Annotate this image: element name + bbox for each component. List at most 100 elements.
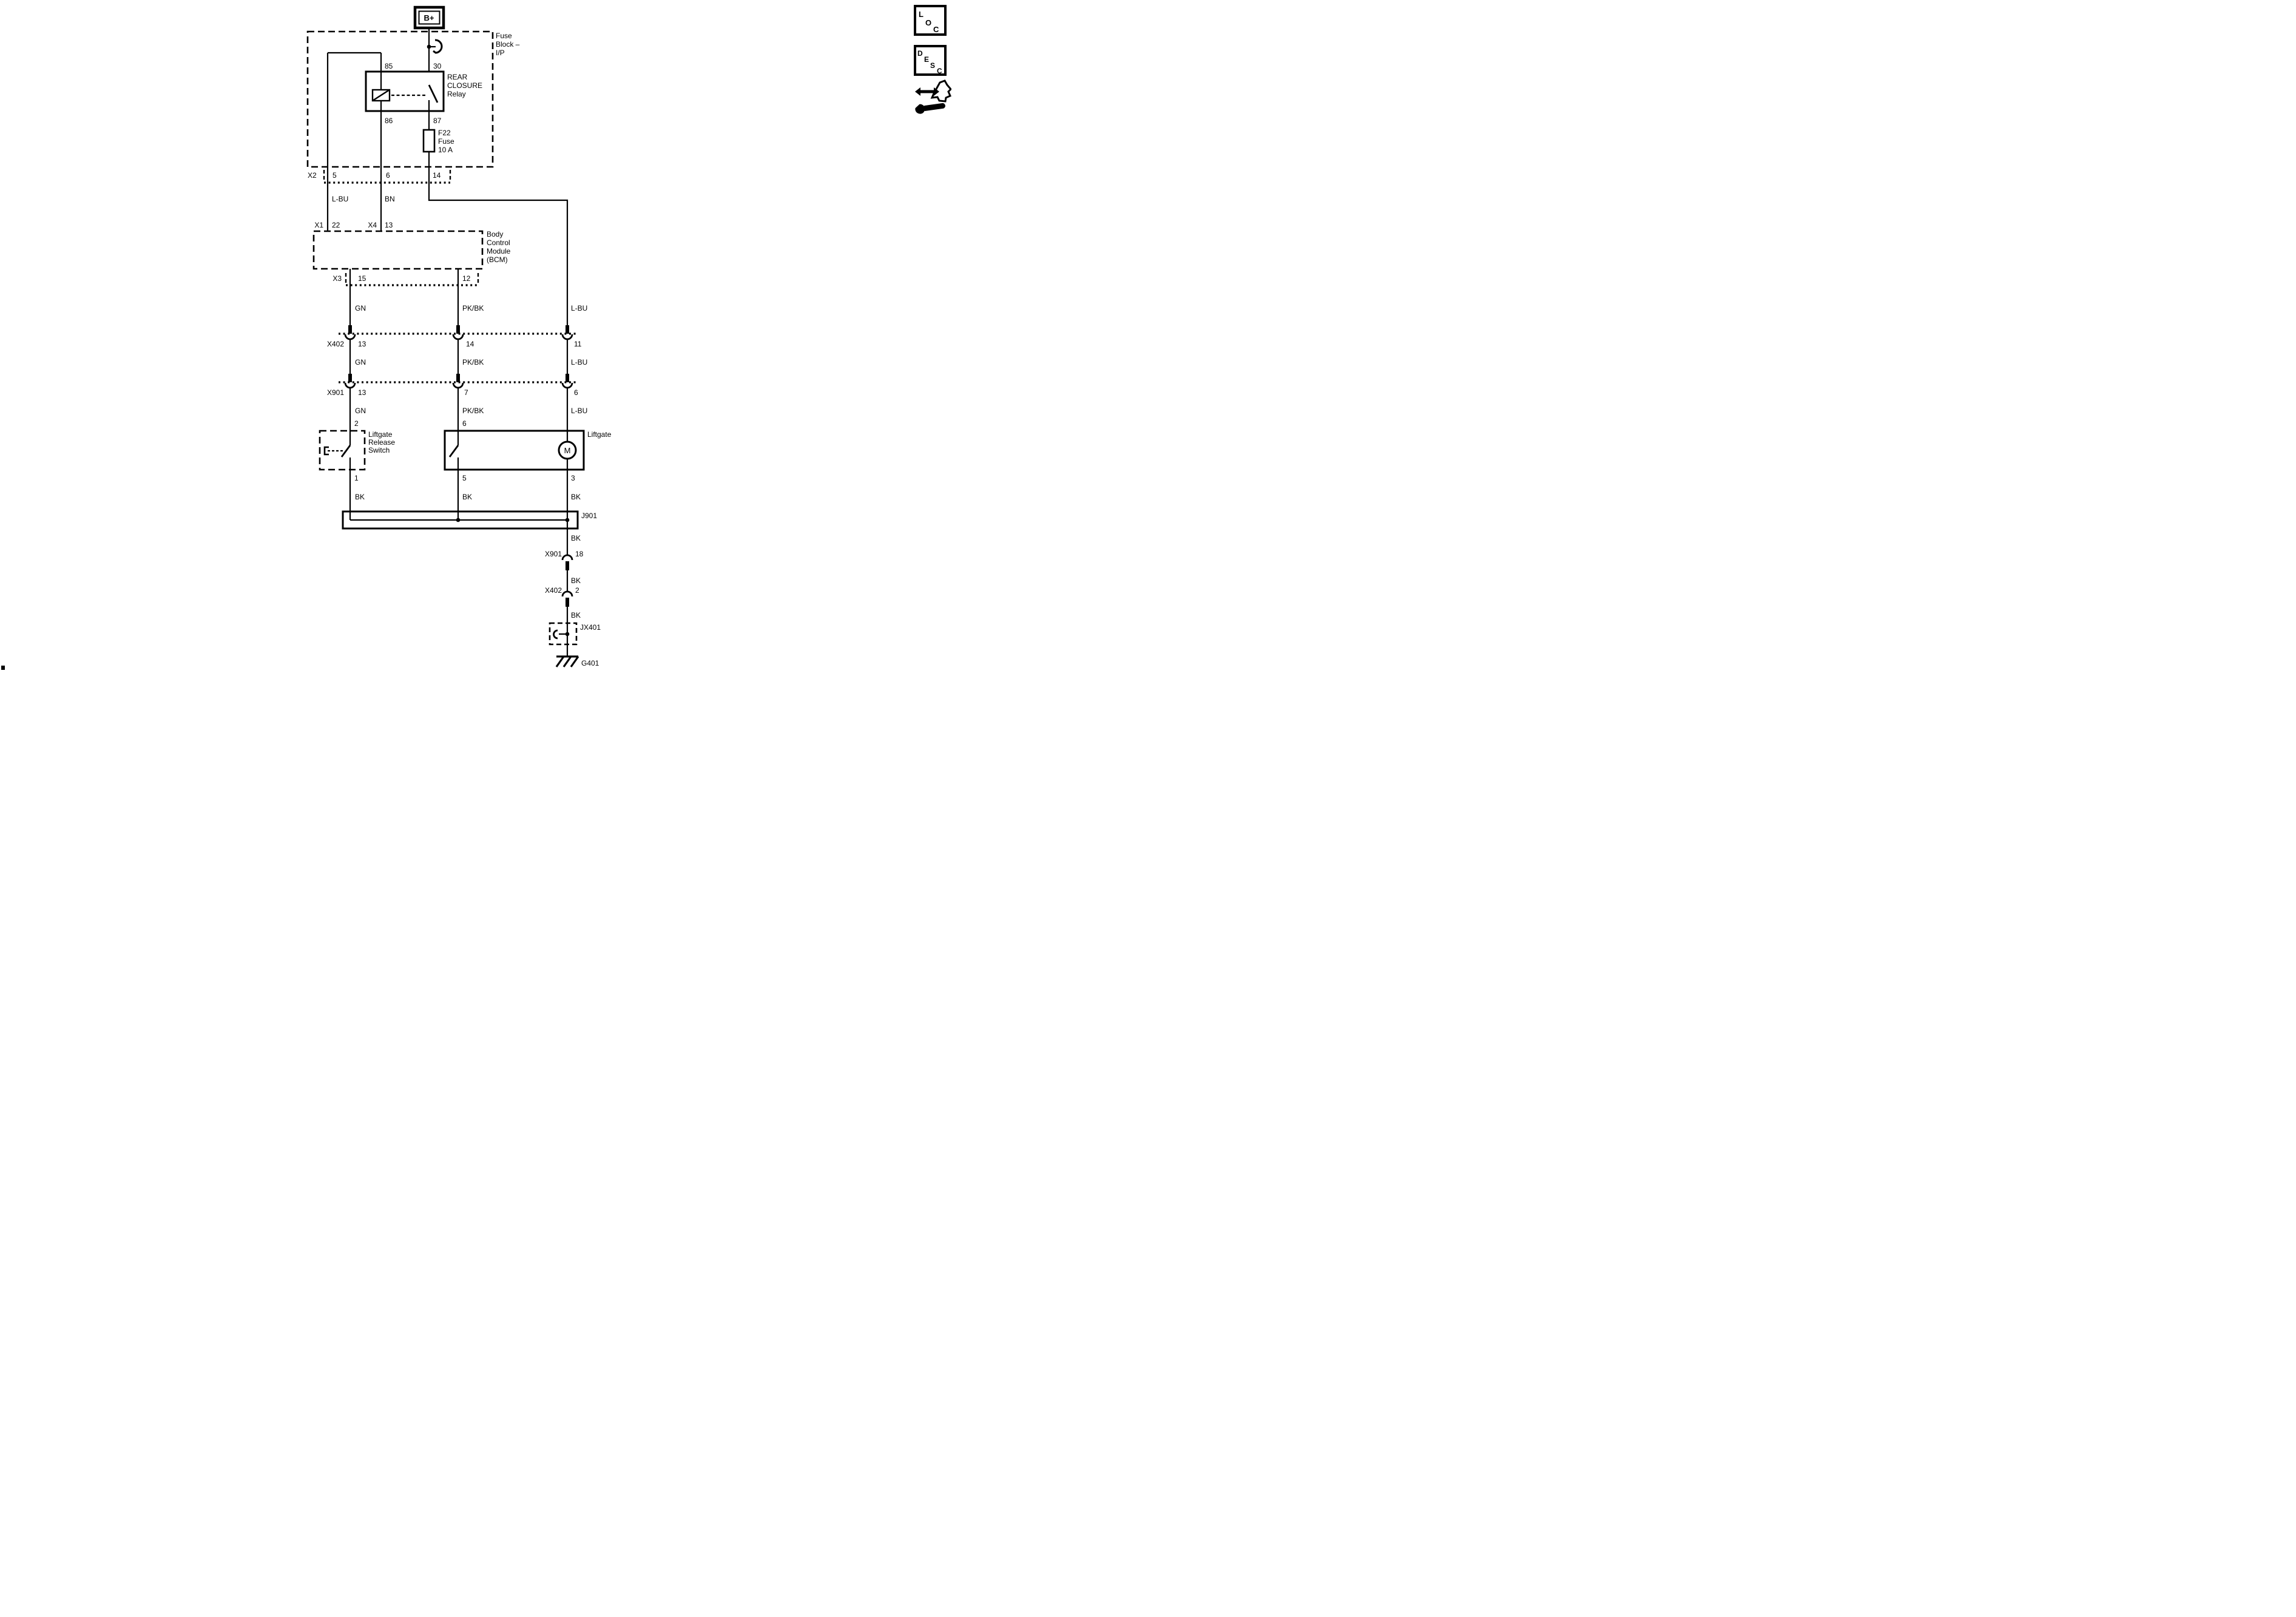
component-label: Switch: [368, 446, 390, 454]
pin-number: 18: [575, 550, 584, 558]
junction-jx401: JX401: [549, 622, 601, 646]
pin-number: 22: [332, 221, 340, 229]
pin-number: 3: [571, 474, 575, 482]
fuse-label: 10 A: [438, 146, 453, 154]
pin-number: 13: [385, 221, 393, 229]
ground-label: G401: [581, 659, 599, 667]
pin-number: 6: [574, 388, 578, 397]
relay-coil-diagonal: [372, 89, 390, 102]
connector-x402: X402 13 14 11: [327, 325, 582, 348]
liftgate-assembly: M Liftgate: [444, 430, 612, 471]
wire-color-label: PK/BK: [462, 304, 484, 312]
desc-letter: S: [930, 61, 935, 70]
connector-x1-x4: X1 22 X4 13: [314, 221, 393, 229]
wire-color-label: L-BU: [571, 358, 587, 366]
junction-label: JX401: [580, 623, 601, 632]
loc-button[interactable]: L O C: [914, 5, 947, 36]
inline-connector-x402-2: X402 2: [545, 586, 579, 607]
motor-letter: M: [564, 446, 571, 455]
pin-number: 1: [354, 474, 359, 482]
switch-blade: [340, 445, 351, 457]
splice-pack-j901: J901: [342, 510, 597, 530]
liftgate-release-switch: Liftgate Release Switch: [319, 430, 395, 471]
junction-label: J901: [581, 511, 597, 520]
wire-color-label: BK: [571, 576, 581, 585]
connector-name: X402: [545, 586, 562, 595]
relay-name: REAR: [447, 73, 468, 81]
wire-color-label: PK/BK: [462, 407, 484, 415]
wire-color-label: BK: [355, 493, 365, 501]
fuse-block-ip: Fuse Block – I/P 85 30 86 87 REAR CLOSUR…: [306, 30, 520, 168]
pin-number: 15: [358, 274, 366, 283]
diagnostic-tool-icon[interactable]: [910, 79, 951, 115]
wire-color-label: BK: [571, 493, 581, 501]
outline-shape-icon: [930, 79, 951, 103]
fuse-label: F22: [438, 129, 451, 137]
desc-button[interactable]: D E S C: [914, 45, 947, 76]
pin-number: 14: [466, 340, 474, 348]
relay-name: Relay: [447, 90, 466, 98]
actuator-bracket-icon: [323, 446, 329, 456]
loc-letter: L: [919, 10, 923, 19]
battery-box: [413, 5, 445, 30]
connector-name: X4: [368, 221, 377, 229]
liftgate-box: [444, 430, 585, 471]
wiring: [326, 28, 569, 657]
fuse-f22: F22 Fuse 10 A: [422, 129, 454, 154]
wiring-diagram-page: B+ Fuse Block – I/P 85 30 86 87 REAR CLO…: [0, 0, 951, 670]
fuse-icon: [422, 129, 436, 153]
inline-connector-x901-18: X901 18: [545, 550, 584, 570]
bcm-label: Body: [487, 230, 503, 238]
wrench-icon: [910, 99, 945, 114]
component-label: Release: [368, 438, 395, 447]
component-label: Liftgate: [368, 430, 393, 439]
toolbar: L O C D E S C: [910, 5, 951, 115]
pin-number: 13: [358, 388, 366, 397]
loc-letter: C: [933, 25, 939, 34]
wire-color-label: L-BU: [332, 195, 348, 203]
junction-dot: [427, 44, 431, 49]
relay-pin: 30: [433, 62, 442, 70]
fuse-block-label: Fuse: [496, 32, 512, 40]
relay-coil-icon: [371, 89, 391, 102]
ground-hatch: [555, 656, 579, 667]
fuse-block-label: Block –: [496, 40, 520, 49]
loc-letter: O: [925, 18, 931, 27]
relay-box: [365, 70, 445, 112]
desc-letter: C: [937, 67, 942, 75]
fuse-label: Fuse: [438, 137, 454, 146]
connector-name: X901: [545, 550, 562, 558]
inline-clip-icon: [433, 39, 443, 54]
connector-x3: X3 15 12: [333, 273, 479, 286]
wire-color-label: GN: [355, 407, 366, 415]
rear-closure-relay: 85 30 86 87 REAR CLOSURE Relay: [365, 62, 482, 125]
connector-name: X901: [327, 388, 344, 397]
pin-number: 14: [433, 171, 441, 180]
pin-number: 6: [386, 171, 390, 180]
connector-name: X3: [333, 274, 342, 283]
connector-x2: X2 5 6 14: [308, 170, 451, 184]
bcm-box: [312, 230, 484, 270]
wire-color-label: BN: [385, 195, 395, 203]
bcm-label: Control: [487, 238, 510, 247]
ground-g401: G401: [555, 655, 599, 667]
page-mark: [1, 666, 5, 670]
pin-number: 2: [354, 419, 359, 428]
fuse-block-label: I/P: [496, 49, 505, 57]
connector-name: X2: [308, 171, 317, 180]
pin-number: 2: [575, 586, 579, 595]
relay-switch-blade: [428, 84, 439, 103]
relay-pin: 85: [385, 62, 393, 70]
pin-number: 5: [462, 474, 467, 482]
motor-icon: [558, 441, 577, 460]
wire-color-label: L-BU: [571, 304, 587, 312]
battery-box-inner: [418, 10, 441, 25]
j901-box: [342, 510, 579, 530]
pin-number: 7: [464, 388, 468, 397]
connector-name: X1: [314, 221, 323, 229]
battery-label: B+: [424, 13, 434, 22]
connector-name: X402: [327, 340, 344, 348]
fuse-block-box: [306, 30, 494, 168]
junction-dot: [456, 518, 461, 522]
connector-x901: X901 13 7 6: [327, 374, 578, 397]
